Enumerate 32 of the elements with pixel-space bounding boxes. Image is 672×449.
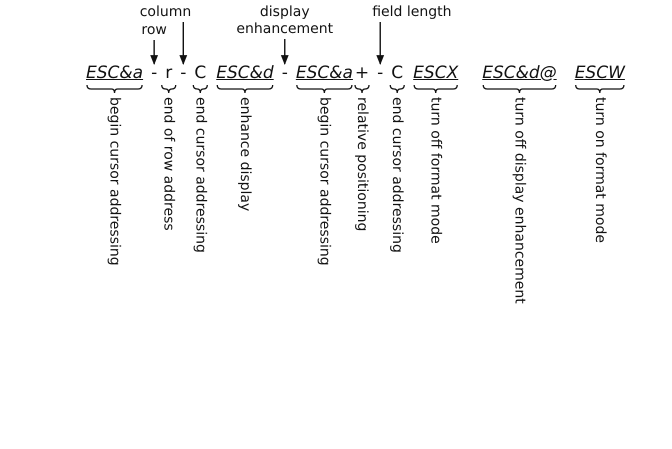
description-text: end of row address <box>160 97 177 231</box>
escape-code: ESCX <box>413 62 458 84</box>
description-text: begin cursor addressing <box>316 97 332 266</box>
parameter-terminator: + <box>354 62 370 84</box>
dash-symbol: - <box>151 62 158 84</box>
escape-code: ESC&a <box>296 62 353 84</box>
description-text: relative positioning <box>354 97 370 232</box>
parameter-terminator: C <box>194 62 206 84</box>
arrow <box>179 22 188 65</box>
annotation-label: column <box>140 4 192 21</box>
dash-symbol: - <box>377 62 384 84</box>
description-text: enhance display <box>236 97 253 212</box>
annotation-label: field length <box>372 4 452 21</box>
escape-code: ESC&d@ <box>482 62 557 84</box>
parameter-terminator: r <box>165 62 172 84</box>
arrow <box>150 40 158 65</box>
escape-code: ESCW <box>574 62 625 84</box>
parameter-terminator: C <box>391 62 404 84</box>
description-text: end cursor addressing <box>389 97 406 253</box>
arrow <box>280 39 289 65</box>
annotation-label: display enhancement <box>230 4 340 38</box>
dash-symbol: - <box>282 62 288 84</box>
description-text: turn off format mode <box>428 97 444 244</box>
escape-code: ESC&d <box>216 62 274 84</box>
escape-code: ESC&a <box>86 62 144 84</box>
annotation-label: row <box>141 22 167 39</box>
description-text: turn on format mode <box>592 97 608 243</box>
description-text: end cursor addressing <box>192 97 208 253</box>
arrow <box>376 22 384 65</box>
description-text: begin cursor addressing <box>106 97 123 266</box>
description-text: turn off display enhancement <box>511 97 528 304</box>
dash-symbol: - <box>180 62 186 84</box>
